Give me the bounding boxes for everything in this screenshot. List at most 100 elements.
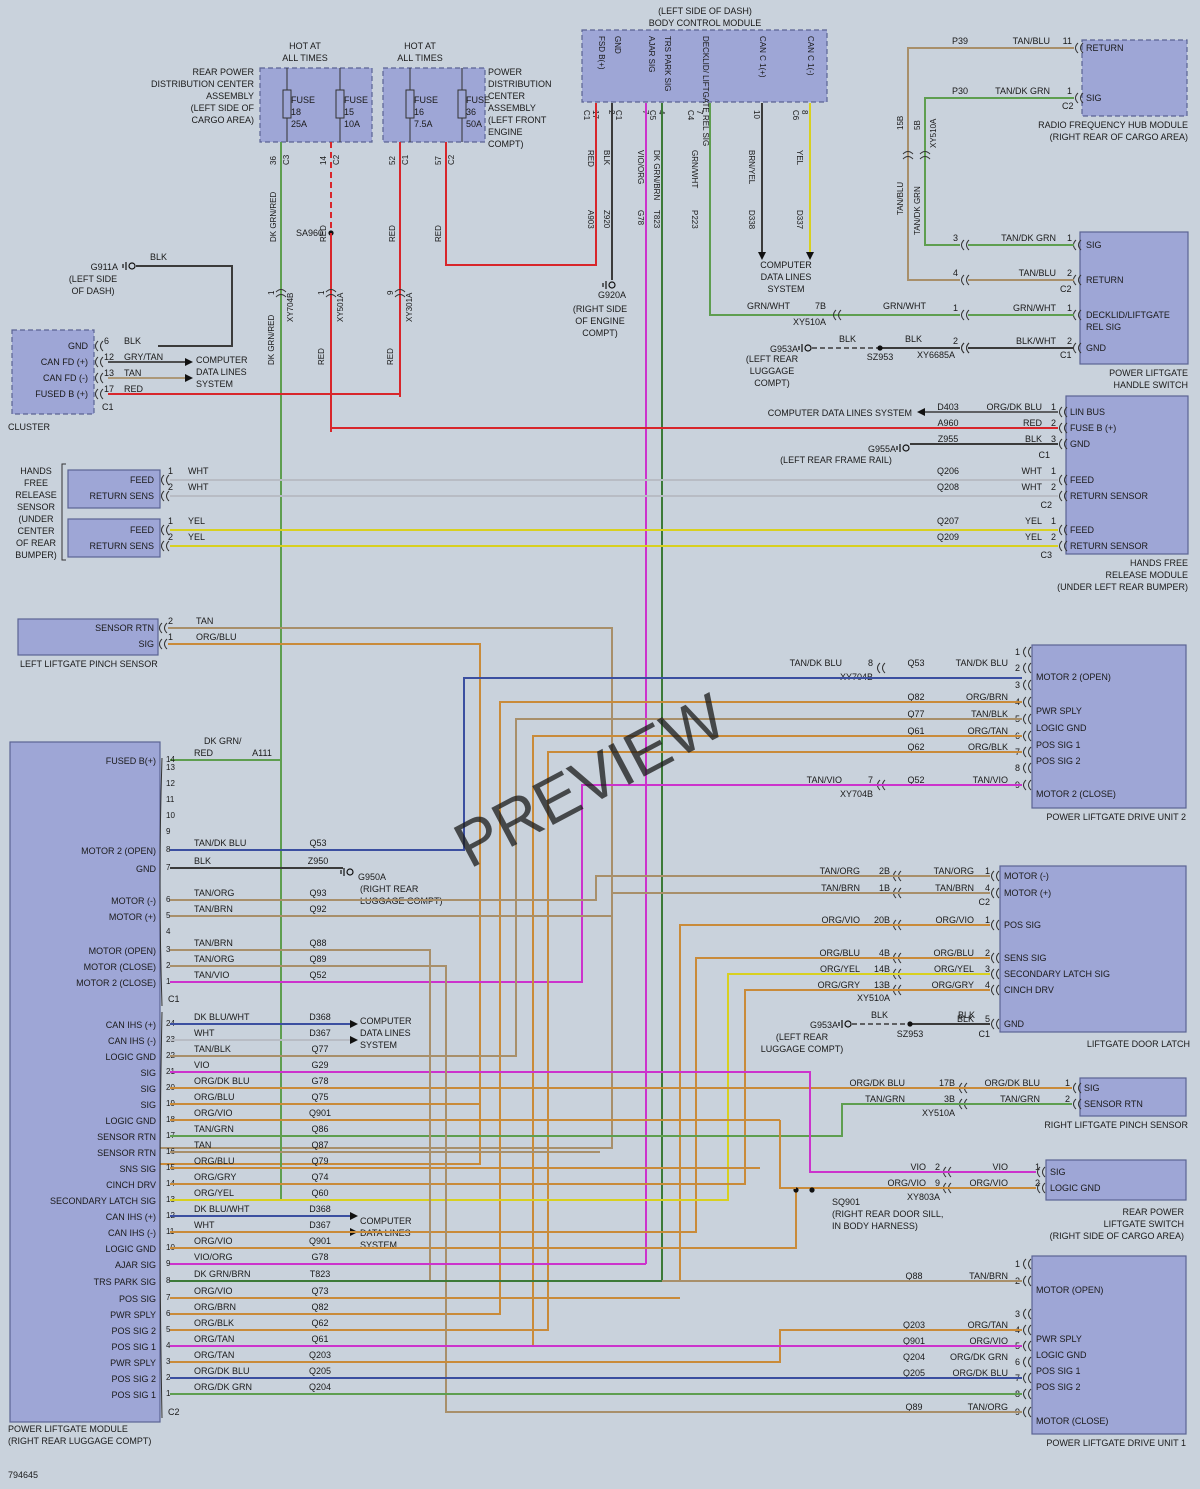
wire-color-blk: BLK — [839, 334, 856, 344]
plm-c1-pin-number: 12 — [166, 779, 175, 788]
plm-c1-pin-number: 13 — [166, 763, 175, 772]
plm-c1-pin-number: 7 — [166, 863, 171, 872]
pdc-pin-number: 52 — [388, 156, 397, 165]
door-latch-inline-pin: 13B — [874, 980, 890, 990]
xy301a-id: XY301A — [405, 292, 414, 322]
g953a-location: LUGGAGE COMPT) — [761, 1044, 844, 1054]
rear-switch-name: LIFTGATE SWITCH — [1104, 1219, 1184, 1229]
door-latch-pin-label: POS SIG — [1004, 920, 1041, 930]
wire-tan-dkblu — [170, 677, 1022, 851]
plm-c1-pin-label: GND — [136, 864, 157, 874]
drive-unit-1-pin-label: LOGIC GND — [1036, 1350, 1087, 1360]
door-latch-inline-color: ORG/VIO — [821, 915, 860, 925]
wire-red-A960 — [330, 427, 1058, 432]
hot-at-all-times: ALL TIMES — [397, 53, 443, 63]
plm-c2-pin-label: TRS PARK SIG — [94, 1277, 156, 1287]
drive-unit-1-circuit: Q205 — [903, 1368, 925, 1378]
hfr-sensor-pin-number: 1 — [168, 466, 173, 476]
plm-connector: C2 — [168, 1407, 180, 1417]
handle-switch-pin-label: RETURN — [1086, 275, 1124, 285]
plm-c2-wire-color: ORG/BRN — [194, 1302, 236, 1312]
handle-switch-pin-label: REL SIG — [1086, 322, 1121, 332]
wire-org-vio-link — [779, 1120, 796, 1189]
hfr-module-circuit: Q206 — [937, 466, 959, 476]
plm-c2-pin-number: 3 — [166, 1357, 171, 1366]
fuse-label: FUSE — [414, 95, 438, 105]
hfr-module-connector: C2 — [1040, 500, 1052, 510]
rear-switch-inline-color: VIO — [910, 1162, 926, 1172]
plm-c1-pin-number: 14 — [166, 755, 175, 764]
plm-c2-pin-label: SNS SIG — [119, 1164, 156, 1174]
left-pinch-wire-color: ORG/BLU — [196, 632, 237, 642]
plm-c2-circuit: D368 — [309, 1012, 331, 1022]
connector-bracket — [991, 968, 1000, 980]
hfr-module-circuit: Q207 — [937, 516, 959, 526]
wire-org-blu-latch — [170, 957, 990, 1233]
door-latch-pin-number: 5 — [985, 1014, 990, 1024]
door-latch-wire-color: ORG/YEL — [934, 964, 974, 974]
front-pdc-box — [382, 67, 486, 143]
handle-switch-connector: C2 — [1060, 284, 1072, 294]
left-pinch-pin-number: 1 — [168, 632, 173, 642]
right-pinch-wire-color: ORG/DK BLU — [984, 1078, 1040, 1088]
g911a-location: (LEFT SIDE — [69, 274, 117, 284]
plm-c1-circuit: Q88 — [309, 938, 326, 948]
drive-unit-2-circuit: Q82 — [907, 692, 924, 702]
plm-c2-pin-label: SENSOR RTN — [97, 1132, 156, 1142]
bcm-circuit: D337 — [795, 210, 804, 230]
g953a-location: COMPT) — [754, 378, 790, 388]
rear-switch-name: REAR POWER — [1122, 1207, 1184, 1217]
cluster-connector-bracket — [95, 340, 104, 352]
rf-hub-pin-number: 1 — [1067, 86, 1072, 96]
bcm-connector: C6 — [791, 110, 800, 121]
connector-bracket — [961, 342, 970, 354]
handle-switch-wire-color: GRN/WHT — [1013, 303, 1056, 313]
connector-bracket — [991, 952, 1000, 964]
xy704b-id: XY704B — [286, 293, 295, 322]
hfr-sensor-name: SENSOR — [17, 502, 56, 512]
drive-unit-1-circuit: Q204 — [903, 1352, 925, 1362]
rear-pdc-name: (LEFT SIDE OF — [191, 103, 255, 113]
hfr-module-name: (UNDER LEFT REAR BUMPER) — [1057, 582, 1188, 592]
plm-c2-pin-label: POS SIG 2 — [111, 1374, 156, 1384]
plm-c2-wire-color: ORG/VIO — [194, 1286, 233, 1296]
wire-tan-grn-pinch — [170, 1103, 1072, 1137]
front-pdc-name: DISTRIBUTION — [488, 79, 552, 89]
plm-c2-pin-label: SIG — [140, 1100, 156, 1110]
door-latch-inline-color: TAN/ORG — [820, 866, 860, 876]
wire-tan-org-Q89 — [170, 965, 1022, 1413]
plm-c2-circuit: G78 — [311, 1252, 328, 1262]
xy704b-color: TAN/DK BLU — [790, 658, 842, 668]
drive-unit-2-wire-color: TAN/DK BLU — [956, 658, 1008, 668]
door-latch-connector: C1 — [978, 1029, 990, 1039]
right-pinch-name: RIGHT LIFTGATE PINCH SENSOR — [1044, 1120, 1188, 1130]
drive-unit-2-name: POWER LIFTGATE DRIVE UNIT 2 — [1046, 812, 1186, 822]
hfr-sensor-pin-number: 1 — [168, 516, 173, 526]
xy501a-id: XY501A — [336, 292, 345, 322]
plm-c2-wire-color: ORG/YEL — [194, 1188, 234, 1198]
plm-c1-pin-number: 5 — [166, 911, 171, 920]
rear-pdc-box — [259, 67, 373, 143]
arrow-icon — [185, 358, 193, 366]
connector-bracket — [877, 662, 886, 674]
hot-at-all-times: HOT AT — [289, 41, 321, 51]
fuse-label: 15 — [344, 107, 354, 117]
plm-c2-circuit: Q82 — [311, 1302, 328, 1312]
right-pinch-inline-pin: 17B — [939, 1078, 955, 1088]
door-latch-connector: C2 — [978, 897, 990, 907]
hfr-sensor-pin-number: 2 — [168, 532, 173, 542]
handle-switch-pin-label: GND — [1086, 343, 1107, 353]
plm-cdl-label: SYSTEM — [360, 1040, 397, 1050]
g920a-location: COMPT) — [582, 328, 618, 338]
door-latch-inline-pin: 4B — [879, 948, 890, 958]
rf-hub-wire-color: TAN/DK GRN — [995, 86, 1050, 96]
drive-unit-1-circuit: Q203 — [903, 1320, 925, 1330]
g953a-id: G953A — [770, 344, 798, 354]
plm-c2-wire-color: TAN/GRN — [194, 1124, 234, 1134]
rf-hub-circuit: P39 — [952, 36, 968, 46]
plm-c1-pin-label: MOTOR (+) — [109, 912, 156, 922]
drive-unit-2-wire-color: ORG/TAN — [968, 726, 1008, 736]
g953a-ground — [804, 344, 812, 352]
hfr-sensor-pin-label: FEED — [130, 525, 155, 535]
connector-bracket — [1073, 1098, 1082, 1110]
